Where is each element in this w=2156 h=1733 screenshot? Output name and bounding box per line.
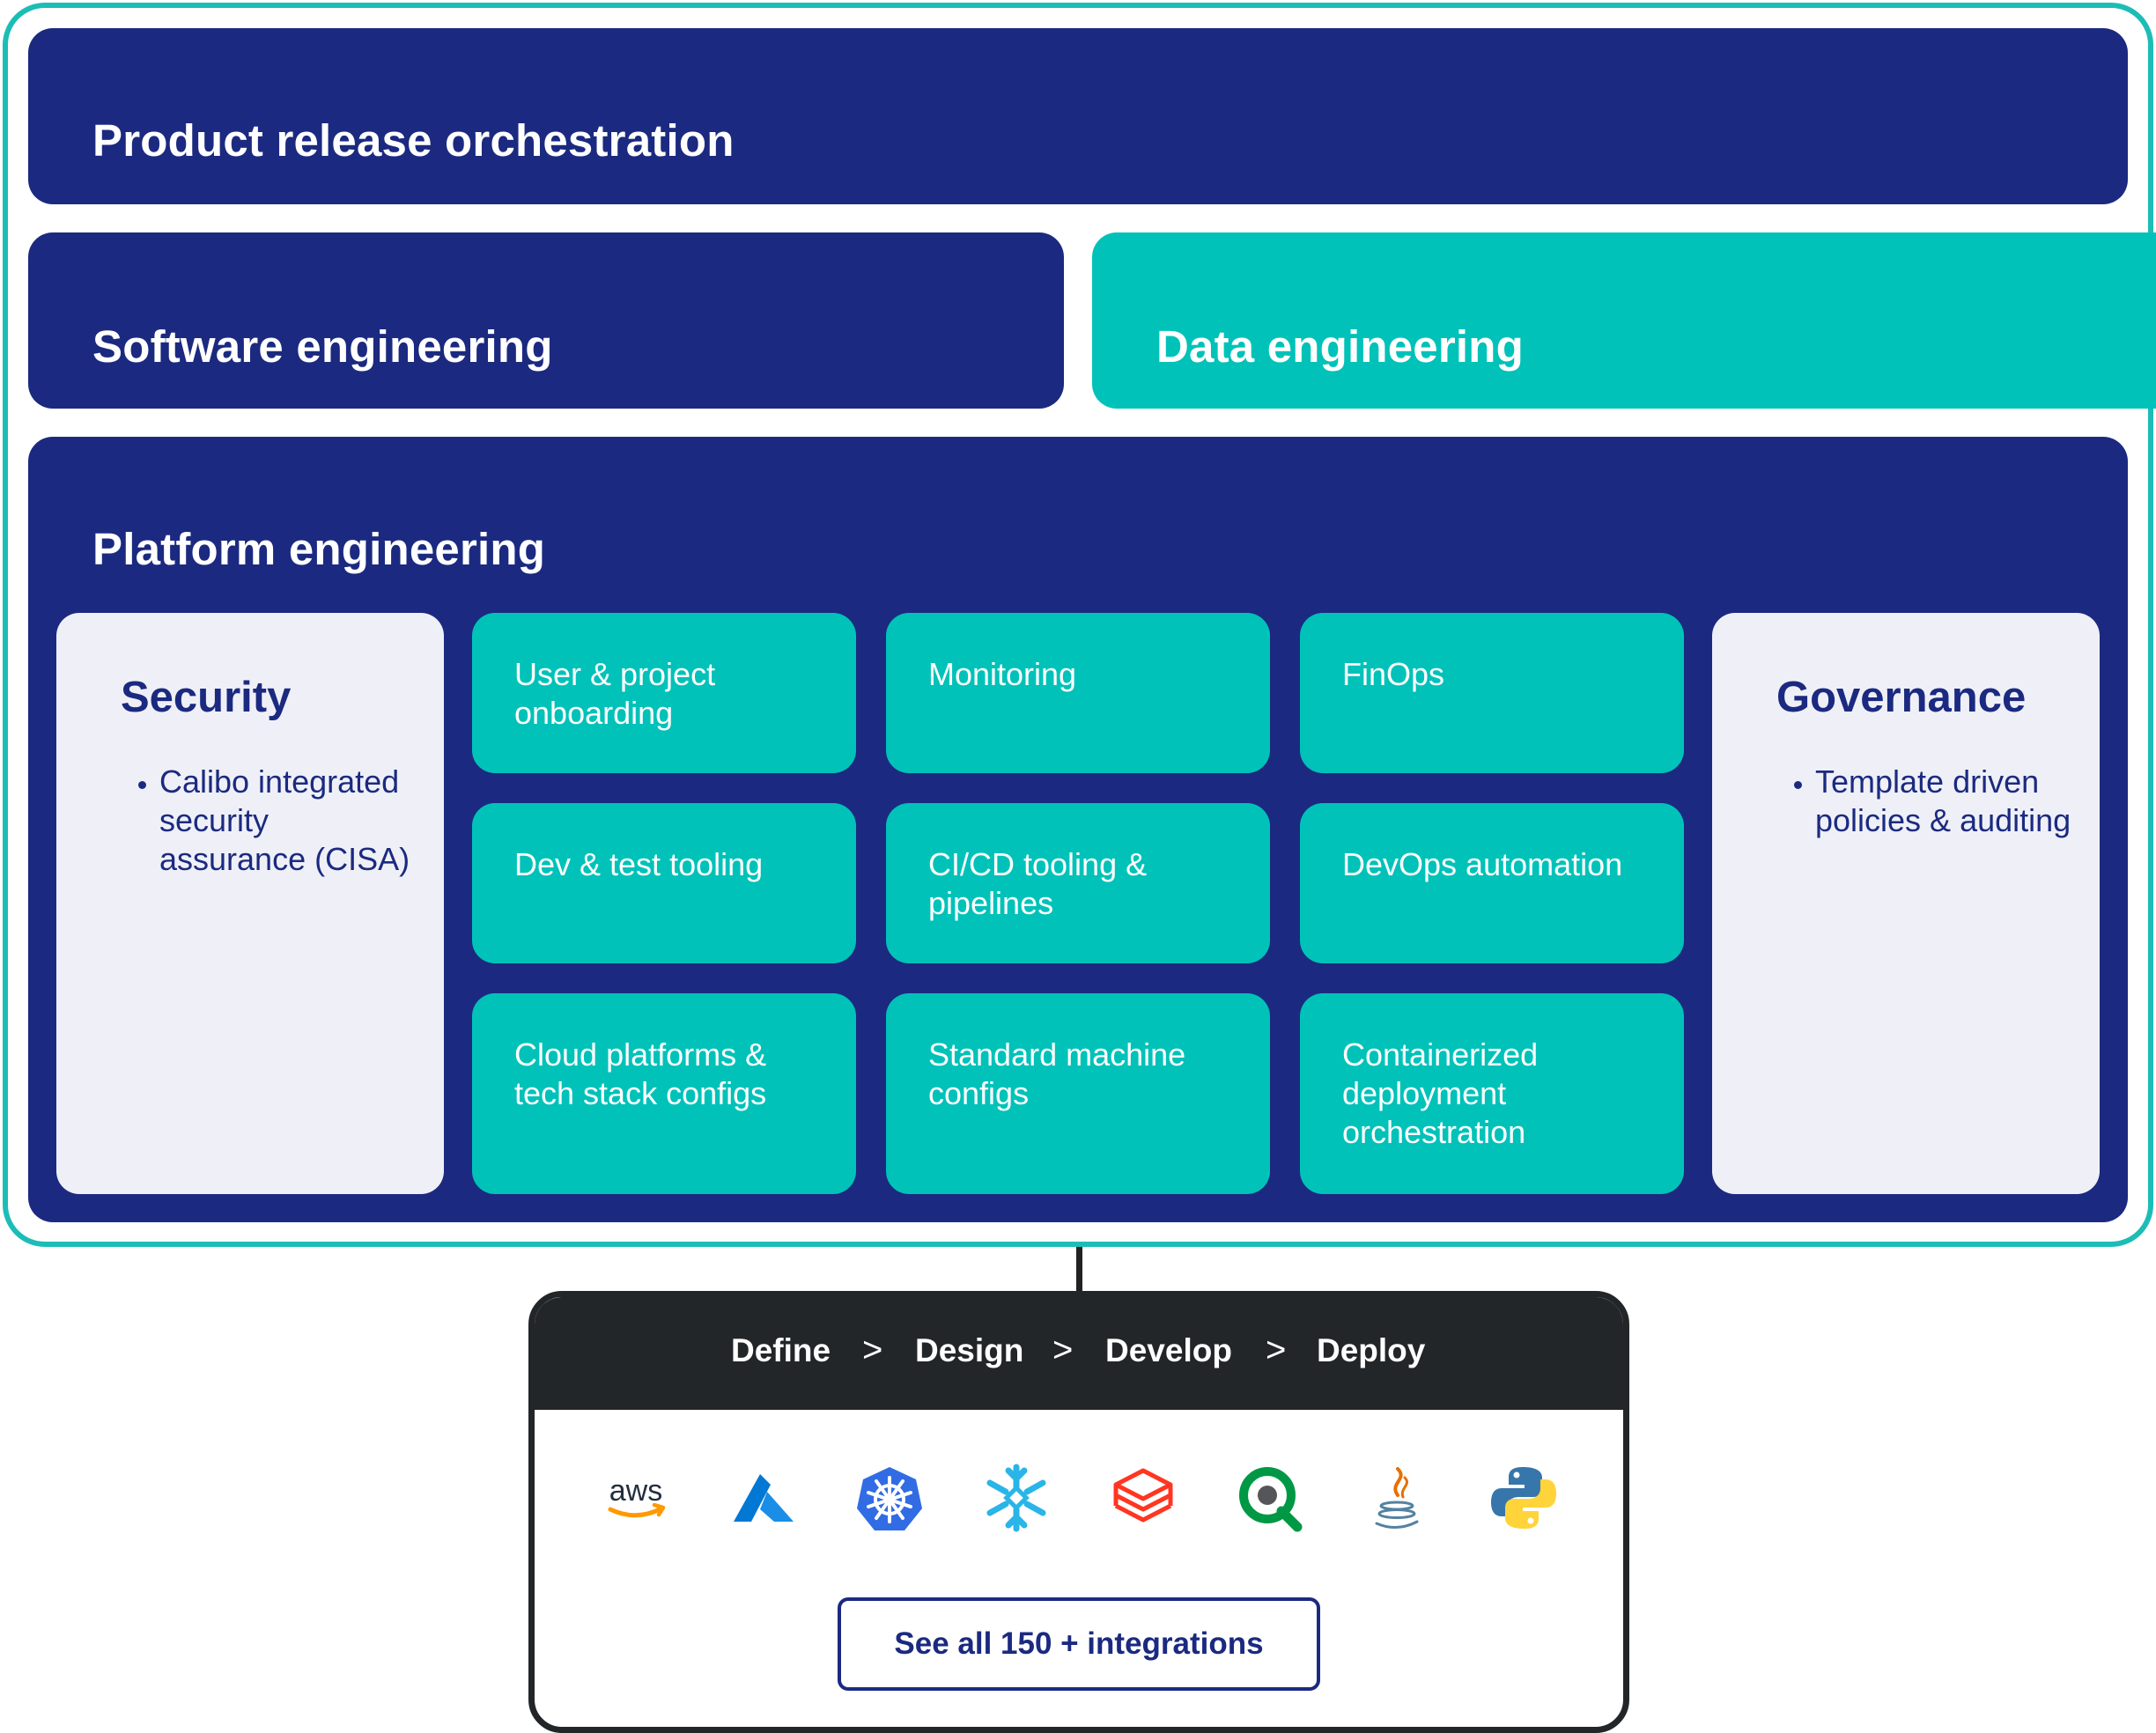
tile-devops-automation: DevOps automation [1300, 803, 1684, 963]
security-list: Calibo integrated security assurance (CI… [121, 763, 424, 879]
tile-label: Dev & test tooling [514, 846, 764, 882]
chevron-right-icon: > [862, 1331, 883, 1369]
stage-develop: Develop [1105, 1332, 1232, 1368]
tile-finops: FinOps [1300, 613, 1684, 773]
governance-title: Governance [1776, 674, 2027, 721]
tile-user-project-onboarding: User & project onboarding [472, 613, 856, 773]
lifecycle-integrations-box: Define > Design > Develop > Deploy aws [528, 1291, 1629, 1733]
python-icon [1486, 1460, 1562, 1536]
tile-cloud-platforms: Cloud platforms & tech stack configs [472, 993, 856, 1194]
outer-frame [3, 3, 2153, 1247]
java-icon [1359, 1460, 1435, 1536]
svg-text:aws: aws [609, 1474, 662, 1508]
product-release-band: Product release orchestration [28, 28, 2128, 204]
snowflake-icon [978, 1460, 1054, 1536]
kubernetes-icon [852, 1460, 927, 1536]
tile-label: Containerized deployment orchestration [1342, 1036, 1539, 1150]
software-engineering-title: Software engineering [92, 321, 553, 372]
platform-engineering-title: Platform engineering [92, 524, 546, 574]
azure-icon [725, 1460, 801, 1536]
security-title: Security [121, 674, 292, 721]
data-engineering-title: Data engineering [1156, 321, 1524, 372]
software-engineering-band: Software engineering [28, 232, 1064, 409]
connector-line [1076, 1247, 1082, 1294]
tile-containerized-deployment: Containerized deployment orchestration [1300, 993, 1684, 1194]
tile-label: Standard machine configs [928, 1036, 1186, 1111]
databricks-icon [1105, 1460, 1181, 1536]
data-engineering-band: Data engineering [1092, 232, 2156, 409]
tile-standard-machine-configs: Standard machine configs [886, 993, 1270, 1194]
security-card: Security Calibo integrated security assu… [56, 613, 444, 1194]
tile-dev-test-tooling: Dev & test tooling [472, 803, 856, 963]
chevron-right-icon: > [1052, 1331, 1074, 1369]
governance-item: Template driven policies & auditing [1815, 763, 2079, 840]
tile-monitoring: Monitoring [886, 613, 1270, 773]
tile-label: Monitoring [928, 656, 1077, 692]
governance-list: Template driven policies & auditing [1776, 763, 2079, 840]
tile-label: FinOps [1342, 656, 1445, 692]
security-item: Calibo integrated security assurance (CI… [159, 763, 424, 879]
lifecycle-stage-bar: Define > Design > Develop > Deploy [535, 1297, 1623, 1410]
tile-label: Cloud platforms & tech stack configs [514, 1036, 767, 1111]
product-release-title: Product release orchestration [92, 115, 735, 166]
stage-deploy: Deploy [1317, 1332, 1426, 1368]
platform-engineering-band: Platform engineering Security Calibo int… [28, 437, 2128, 1222]
tile-cicd-tooling: CI/CD tooling & pipelines [886, 803, 1270, 963]
qlik-icon [1232, 1460, 1308, 1536]
tile-label: DevOps automation [1342, 846, 1623, 882]
governance-card: Governance Template driven policies & au… [1712, 613, 2100, 1194]
stage-define: Define [731, 1332, 831, 1368]
chevron-right-icon: > [1266, 1331, 1287, 1369]
tile-label: User & project onboarding [514, 656, 716, 731]
tile-label: CI/CD tooling & pipelines [928, 846, 1148, 921]
see-all-integrations-button[interactable]: See all 150 + integrations [838, 1597, 1320, 1691]
stage-design: Design [915, 1332, 1024, 1368]
aws-icon: aws [598, 1460, 674, 1536]
